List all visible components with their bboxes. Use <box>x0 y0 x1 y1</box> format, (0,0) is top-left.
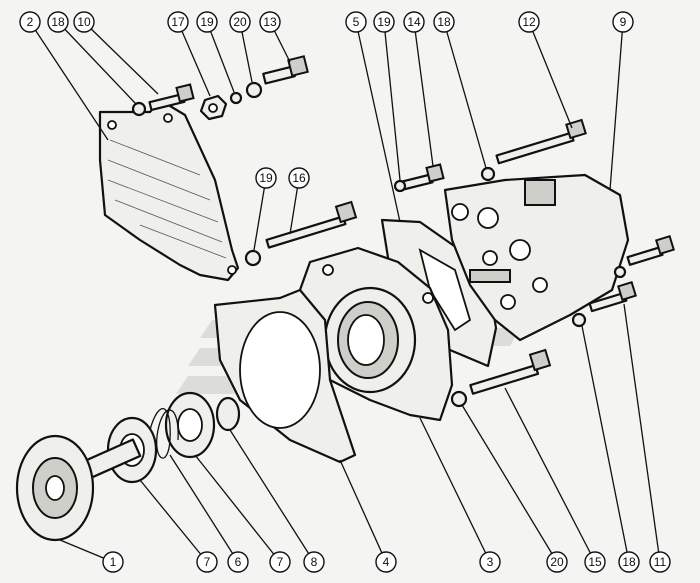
callout-20-a: 20 <box>229 11 251 33</box>
gasket-4 <box>213 288 357 464</box>
callout-19-c-label: 19 <box>259 171 273 185</box>
callout-19-a-label: 19 <box>200 15 214 29</box>
callout-19-b-label: 19 <box>377 15 391 29</box>
callout-19-c: 19 <box>255 167 277 189</box>
callout-4-label: 4 <box>383 555 390 569</box>
callout-7-b-label: 7 <box>277 555 284 569</box>
callout-11: 11 <box>649 551 671 573</box>
callout-2-label: 2 <box>27 15 34 29</box>
washer-18 <box>131 101 147 117</box>
callout-7-a-label: 7 <box>204 555 211 569</box>
callout-10: 10 <box>73 11 95 33</box>
washer-18 <box>571 312 587 328</box>
callout-8-label: 8 <box>311 555 318 569</box>
bolt-13 <box>262 55 309 85</box>
callout-3-label: 3 <box>487 555 494 569</box>
callout-14-label: 14 <box>407 15 421 29</box>
callout-19-a: 19 <box>196 11 218 33</box>
cover-plate <box>98 98 240 282</box>
callout-16: 16 <box>288 167 310 189</box>
washer-18 <box>613 265 627 279</box>
callout-20-b-label: 20 <box>550 555 564 569</box>
callout-11-label: 11 <box>654 555 667 569</box>
washer-19 <box>393 179 407 193</box>
washer-20 <box>450 390 468 408</box>
callout-6-label: 6 <box>235 555 242 569</box>
callout-9-label: 9 <box>620 15 627 29</box>
bearing-7-right <box>164 391 216 459</box>
callout-10-label: 10 <box>77 15 91 29</box>
callout-17: 17 <box>167 11 189 33</box>
spring-6 <box>149 408 179 459</box>
callout-3: 3 <box>479 551 501 573</box>
nut-17 <box>199 94 228 121</box>
callout-4: 4 <box>375 551 397 573</box>
callout-15: 15 <box>584 551 606 573</box>
callout-18-a: 18 <box>47 11 69 33</box>
callout-13: 13 <box>259 11 281 33</box>
bolt-14 <box>400 163 445 191</box>
washer-19 <box>229 91 243 105</box>
bolt-12 <box>495 118 587 165</box>
gear-1 <box>15 434 142 542</box>
callout-5: 5 <box>345 11 367 33</box>
washer-20 <box>245 81 263 99</box>
callout-12: 12 <box>518 11 540 33</box>
callout-15-label: 15 <box>588 555 602 569</box>
callout-12-label: 12 <box>522 15 536 29</box>
bolt-11 <box>588 281 637 313</box>
callout-20-b: 20 <box>546 551 568 573</box>
callout-18-c-label: 18 <box>622 555 636 569</box>
washer-18 <box>480 166 496 182</box>
ring-8 <box>215 396 241 432</box>
bolt-11-upper <box>626 235 675 266</box>
callout-20-a-label: 20 <box>233 15 247 29</box>
callout-16-label: 16 <box>292 171 306 185</box>
callout-18-b-label: 18 <box>437 15 451 29</box>
callout-18-b: 18 <box>433 11 455 33</box>
callout-19-b: 19 <box>373 11 395 33</box>
callout-9: 9 <box>612 11 634 33</box>
pump-body-9 <box>443 173 630 342</box>
callout-7-b: 7 <box>269 551 291 573</box>
bolt-15 <box>469 348 552 395</box>
bolt-10 <box>148 83 195 112</box>
callout-1: 1 <box>102 551 124 573</box>
bolt-16 <box>265 200 358 249</box>
callout-13-label: 13 <box>263 15 277 29</box>
washer-19 <box>244 249 262 267</box>
callout-18-c: 18 <box>618 551 640 573</box>
callout-14: 14 <box>403 11 425 33</box>
callout-8: 8 <box>303 551 325 573</box>
callout-7-a: 7 <box>196 551 218 573</box>
callout-6: 6 <box>227 551 249 573</box>
callout-18-a-label: 18 <box>51 15 65 29</box>
callout-17-label: 17 <box>171 15 185 29</box>
callout-2: 2 <box>19 11 41 33</box>
callout-1-label: 1 <box>110 555 117 569</box>
callout-5-label: 5 <box>353 15 360 29</box>
